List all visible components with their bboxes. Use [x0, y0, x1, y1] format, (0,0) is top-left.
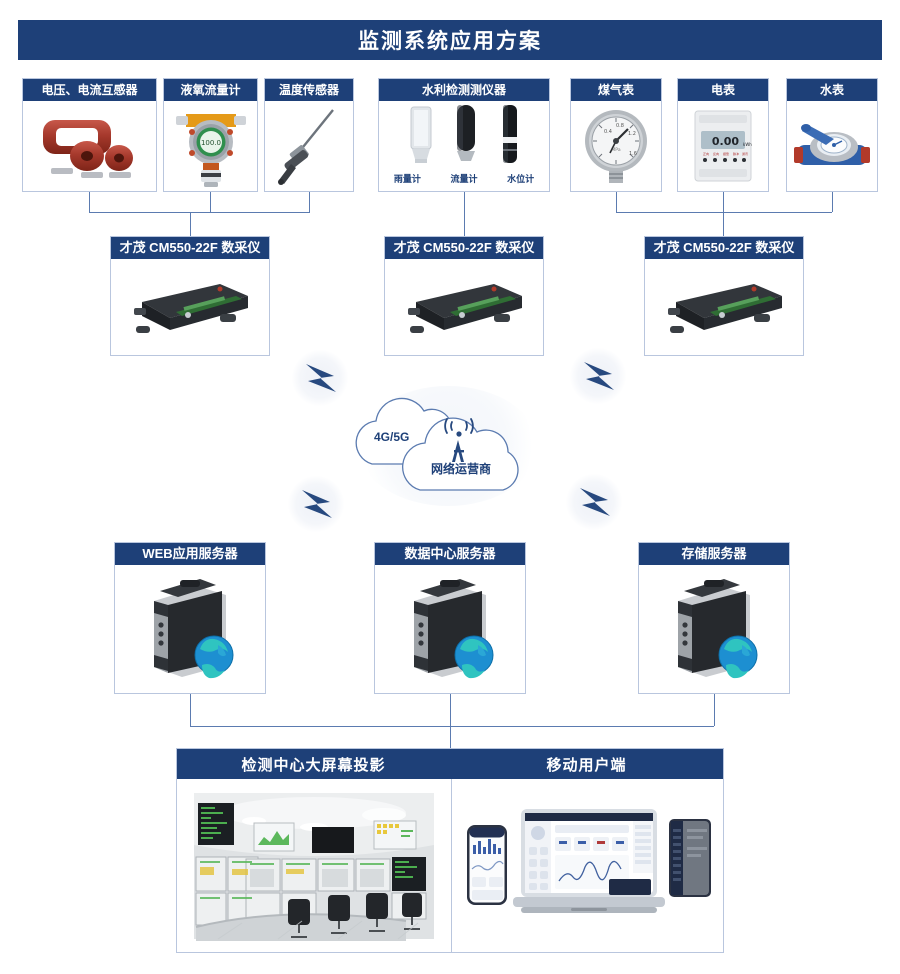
device-card-temperature-sensor[interactable]: 温度传感器	[264, 78, 354, 192]
server-globe-icon	[639, 565, 789, 693]
gas-pressure-gauge-icon: 0.4 0.8 1.2 1.6 MPa	[571, 101, 661, 191]
connector-line	[723, 212, 724, 236]
connector-line	[723, 192, 724, 212]
bottom-panel-title-mobile-client: 移动用户端	[546, 756, 627, 774]
collector-card-title: 才茂 CM550-22F 数采仪	[385, 237, 543, 259]
svg-text:正向: 正向	[703, 151, 709, 156]
connector-line	[190, 694, 191, 726]
svg-text:100.0: 100.0	[200, 139, 220, 147]
current-transformer-icon	[23, 101, 156, 191]
device-card-electric-meter[interactable]: 电表 0.00 kWh 正向反向 报警脉冲通讯	[677, 78, 769, 192]
device-card-title: 电表	[678, 79, 768, 101]
connector-line	[210, 192, 211, 212]
svg-text:0.8: 0.8	[616, 123, 624, 129]
lightning-bolt-icon	[292, 350, 348, 406]
connector-line	[190, 726, 714, 727]
lightning-bolt-icon	[566, 474, 622, 530]
sublabel-water-level: 水位计	[507, 174, 535, 184]
bottom-display-panel[interactable]: 检测中心大屏幕投影 移动用户端	[176, 748, 724, 953]
page-title: 监测系统应用方案	[18, 20, 882, 60]
connector-line	[190, 212, 191, 236]
server-card-title: WEB应用服务器	[115, 543, 265, 565]
collector-card-title: 才茂 CM550-22F 数采仪	[111, 237, 269, 259]
connector-line	[616, 212, 832, 213]
bottom-panel-title-control-room: 检测中心大屏幕投影	[241, 756, 386, 774]
device-card-title: 水表	[787, 79, 877, 101]
svg-text:0.00: 0.00	[712, 135, 739, 148]
server-card-web[interactable]: WEB应用服务器	[114, 542, 266, 694]
server-card-storage[interactable]: 存储服务器	[638, 542, 790, 694]
device-card-title: 液氧流量计	[164, 79, 257, 101]
water-instrument-sublabels: 雨量计 流量计 水位计	[379, 172, 549, 185]
svg-text:kWh: kWh	[743, 142, 752, 147]
connector-line	[714, 694, 715, 726]
water-meter-icon	[787, 101, 877, 191]
control-room-icon	[177, 779, 450, 953]
svg-text:0.4: 0.4	[604, 129, 612, 135]
panel-divider	[451, 779, 452, 953]
sublabel-rain-gauge: 雨量计	[393, 174, 421, 184]
bottom-panel-header: 检测中心大屏幕投影 移动用户端	[177, 749, 723, 779]
data-collector-icon	[645, 259, 803, 355]
server-globe-icon	[375, 565, 525, 693]
cloud-label-4g5g: 4G/5G	[374, 430, 410, 444]
connector-line	[89, 212, 310, 213]
connector-line	[89, 192, 90, 212]
temperature-probe-icon	[265, 101, 353, 191]
cloud-label-operator: 网络运营商	[431, 462, 492, 476]
electric-meter-icon: 0.00 kWh 正向反向 报警脉冲通讯	[678, 101, 768, 191]
connector-line	[309, 192, 310, 212]
svg-text:脉冲: 脉冲	[733, 151, 739, 156]
data-collector-icon	[385, 259, 543, 355]
lightning-bolt-icon	[288, 476, 344, 532]
water-instruments-icon: 雨量计 流量计 水位计	[379, 101, 549, 191]
connector-line	[450, 694, 451, 726]
device-card-title: 煤气表	[571, 79, 661, 101]
oxygen-flow-meter-icon: 100.0	[164, 101, 257, 191]
svg-text:MPa: MPa	[611, 147, 620, 153]
data-collector-icon	[111, 259, 269, 355]
device-card-water-meter[interactable]: 水表	[786, 78, 878, 192]
device-card-water-instruments[interactable]: 水利检测测仪器	[378, 78, 550, 192]
collector-card-title: 才茂 CM550-22F 数采仪	[645, 237, 803, 259]
device-card-oxygen-flow-meter[interactable]: 液氧流量计 100.0	[163, 78, 258, 192]
collector-card-2[interactable]: 才茂 CM550-22F 数采仪	[384, 236, 544, 356]
connector-line	[450, 726, 451, 748]
device-card-title: 温度传感器	[265, 79, 353, 101]
server-card-datacenter[interactable]: 数据中心服务器	[374, 542, 526, 694]
server-card-title: 存储服务器	[639, 543, 789, 565]
collector-card-1[interactable]: 才茂 CM550-22F 数采仪	[110, 236, 270, 356]
lightning-bolt-icon	[570, 348, 626, 404]
svg-text:1.6: 1.6	[629, 151, 637, 157]
connector-line	[832, 192, 833, 212]
device-card-gas-meter[interactable]: 煤气表 0.4 0.8 1.2 1.6 MPa	[570, 78, 662, 192]
server-globe-icon	[115, 565, 265, 693]
svg-text:反向: 反向	[713, 151, 719, 156]
connector-line	[616, 192, 617, 212]
device-card-title: 水利检测测仪器	[379, 79, 549, 101]
svg-text:报警: 报警	[723, 151, 729, 156]
server-card-title: 数据中心服务器	[375, 543, 525, 565]
sublabel-flow-meter: 流量计	[450, 174, 478, 184]
multi-device-dashboard-icon	[450, 779, 723, 953]
svg-text:通讯: 通讯	[742, 151, 748, 156]
device-card-current-transformer[interactable]: 电压、电流互感器	[22, 78, 157, 192]
connector-line	[464, 192, 465, 236]
svg-text:1.2: 1.2	[628, 131, 636, 137]
collector-card-3[interactable]: 才茂 CM550-22F 数采仪	[644, 236, 804, 356]
device-card-title: 电压、电流互感器	[23, 79, 156, 101]
network-cloud-group: 4G/5G 网络运营商	[330, 378, 570, 513]
